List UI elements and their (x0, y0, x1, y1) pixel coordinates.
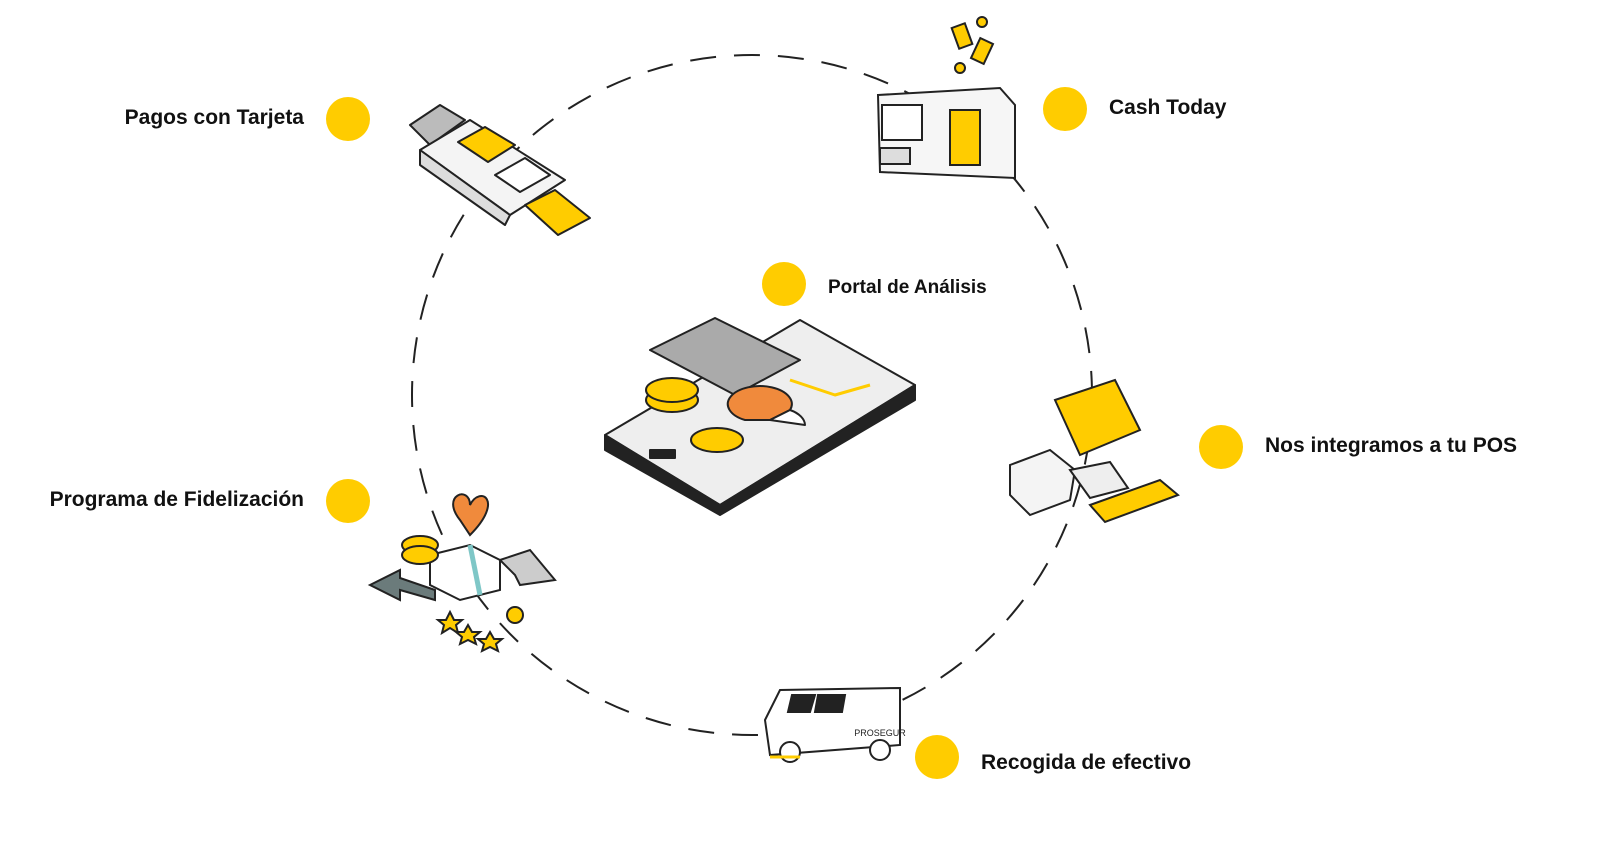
node-label-cash-today: Cash Today (1109, 96, 1227, 119)
card-terminal-icon (409, 104, 591, 236)
node-label-card-payments: Pagos con Tarjeta (124, 106, 304, 129)
node-dot-card-payments (326, 97, 370, 141)
cash-machine-icon (876, 16, 1016, 180)
phone-dashboard-icon (604, 317, 916, 516)
armored-van-icon: PROSEGUR (763, 686, 906, 763)
van-brand-text: PROSEGUR (854, 728, 906, 738)
loyalty-gift-icon (367, 493, 557, 653)
node-dot-cash-today (1043, 87, 1087, 131)
center-dot (762, 262, 806, 306)
pos-terminal-icon (1009, 378, 1180, 524)
node-dot-pos (1199, 425, 1243, 469)
center-label: Portal de Análisis (828, 277, 987, 298)
node-dot-loyalty (326, 479, 370, 523)
node-label-cash-pickup: Recogida de efectivo (981, 751, 1192, 774)
node-label-loyalty: Programa de Fidelización (49, 488, 304, 511)
node-dot-cash-pickup (915, 735, 959, 779)
node-label-pos: Nos integramos a tu POS (1265, 434, 1518, 457)
